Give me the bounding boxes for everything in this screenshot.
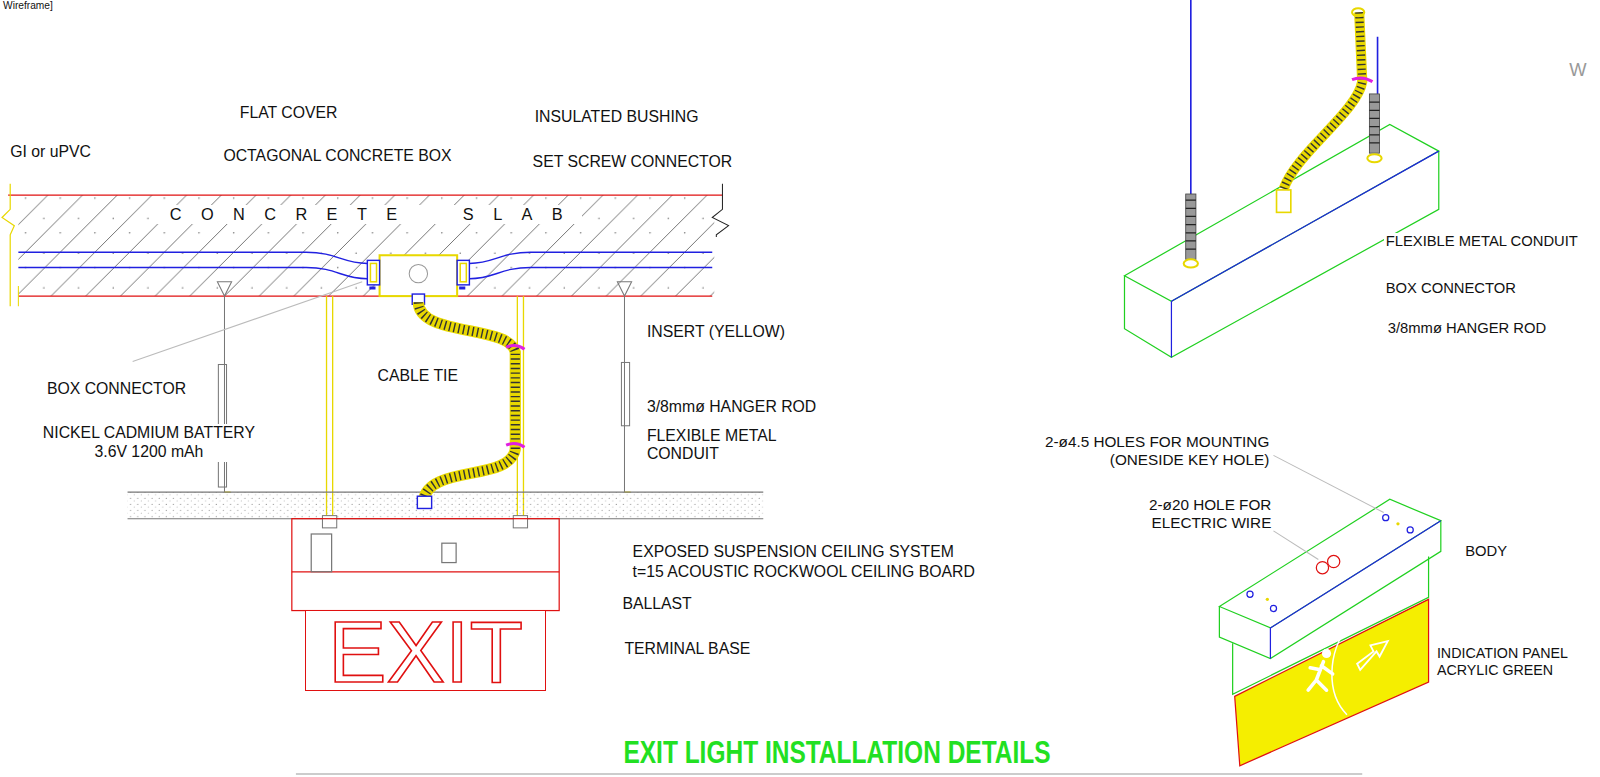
callout-label: GI or uPVC [8, 143, 93, 162]
slab-label: CONCRETE SLAB [150, 205, 582, 224]
callout-label: 3/8mmø HANGER ROD [645, 398, 818, 417]
callout-label: INSULATED BUSHING [533, 108, 701, 127]
concrete-slab [2, 184, 729, 307]
exit-sign-panel: EXIT [305, 610, 546, 691]
conduit [18, 252, 712, 279]
callout-label: EXPOSED SUSPENSION CEILING SYSTEM [631, 543, 956, 562]
callout-label: FLAT COVER [238, 104, 340, 123]
callout-label: BODY [1463, 543, 1509, 560]
callout-label: FLEXIBLE METAL CONDUIT [1384, 233, 1580, 250]
callout-label: BALLAST [620, 595, 693, 614]
concrete-slab-band: CONCRETE SLAB [18, 195, 714, 296]
callout-label: t=15 ACOUSTIC ROCKWOOL CEILING BOARD [631, 563, 977, 582]
callout-label: TERMINAL BASE [622, 640, 752, 659]
sign-lettering: EXIT [328, 609, 523, 697]
callout-label: INSERT (YELLOW) [645, 323, 787, 342]
callout-label: FLEXIBLE METAL CONDUIT [645, 427, 788, 464]
flexible-conduit [417, 302, 524, 508]
callout-label: BOX CONNECTOR [45, 380, 188, 399]
isometric-junction-box [1124, 0, 1438, 357]
callout-label: W [1567, 59, 1588, 81]
callout-label: 2-ø4.5 HOLES FOR MOUNTING (ONESIDE KEY H… [998, 433, 1271, 469]
suspended-ceiling [128, 492, 764, 528]
callout-label: SET SCREW CONNECTOR [531, 153, 735, 172]
callout-label: BOX CONNECTOR [1384, 280, 1518, 297]
callout-label: OCTAGONAL CONCRETE BOX [221, 147, 453, 166]
callout-label: 3/8mmø HANGER ROD [1386, 320, 1549, 337]
callout-label: INDICATION PANEL ACRYLIC GREEN [1435, 645, 1594, 679]
callout-label: Wireframe] [1, 0, 55, 12]
callout-label: 2-ø20 HOLE FOR ELECTRIC WIRE [1114, 496, 1273, 532]
octagonal-box [367, 255, 469, 304]
callout-label: NICKEL CADMIUM BATTERY 3.6V 1200 mAh [29, 424, 270, 461]
inserts [224, 296, 630, 519]
drawing-title: EXIT LIGHT INSTALLATION DETAILS [623, 735, 1050, 770]
callout-label: CABLE TIE [376, 367, 460, 386]
title-underline [296, 773, 1362, 774]
